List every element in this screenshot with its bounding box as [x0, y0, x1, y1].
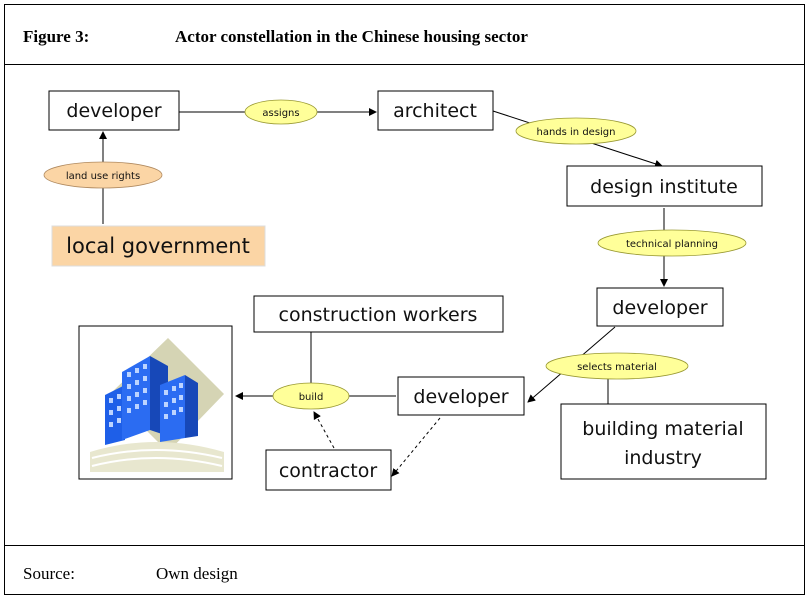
figure-frame: Figure 3: Actor constellation in the Chi…: [4, 4, 805, 595]
source-value: Own design: [156, 564, 238, 583]
node-developer-mid-label: developer: [612, 297, 707, 319]
node-developer-bottom-label: developer: [413, 386, 508, 408]
relation-land-use-rights: land use rights: [43, 161, 163, 189]
node-contractor: contractor: [265, 449, 392, 491]
relation-selects-material-label: selects material: [577, 362, 657, 373]
figure-footer: Source: Own design: [5, 545, 804, 595]
relation-hands-in-design-label: hands in design: [536, 127, 615, 138]
node-building-material-line2: industry: [624, 447, 702, 469]
building-icon: [78, 325, 233, 480]
relation-land-use-rights-label: land use rights: [66, 171, 140, 182]
relation-build-label: build: [299, 392, 324, 403]
node-contractor-label: contractor: [279, 460, 378, 482]
node-developer-top: developer: [48, 90, 180, 131]
node-building-material-line1: building material: [582, 418, 743, 440]
node-construction-workers-label: construction workers: [279, 304, 478, 326]
figure-label: Figure 3:: [23, 27, 90, 46]
node-developer-bottom: developer: [397, 376, 525, 416]
node-design-institute-label: design institute: [590, 176, 738, 198]
node-local-government: local government: [51, 225, 266, 267]
figure-title: Actor constellation in the Chinese housi…: [175, 27, 528, 46]
relation-selects-material: selects material: [545, 352, 689, 380]
relation-build: build: [272, 382, 350, 410]
figure-header: Figure 3: Actor constellation in the Chi…: [5, 5, 804, 65]
relation-assigns: assigns: [244, 99, 318, 125]
node-architect: architect: [377, 90, 494, 131]
node-construction-workers: construction workers: [253, 295, 504, 333]
node-building-material-industry: building material industry: [560, 403, 767, 480]
relation-technical-planning-label: technical planning: [626, 239, 718, 250]
node-local-government-label: local government: [66, 234, 250, 258]
edge-developer-contractor: [391, 417, 441, 477]
node-developer-top-label: developer: [66, 100, 161, 122]
relation-technical-planning: technical planning: [597, 229, 747, 257]
node-architect-label: architect: [393, 100, 477, 122]
relation-assigns-label: assigns: [262, 108, 299, 119]
node-developer-mid: developer: [596, 287, 724, 327]
relation-hands-in-design: hands in design: [515, 117, 637, 145]
source-label: Source:: [23, 564, 75, 583]
node-design-institute: design institute: [566, 165, 763, 207]
edge-contractor-build: [313, 411, 335, 449]
